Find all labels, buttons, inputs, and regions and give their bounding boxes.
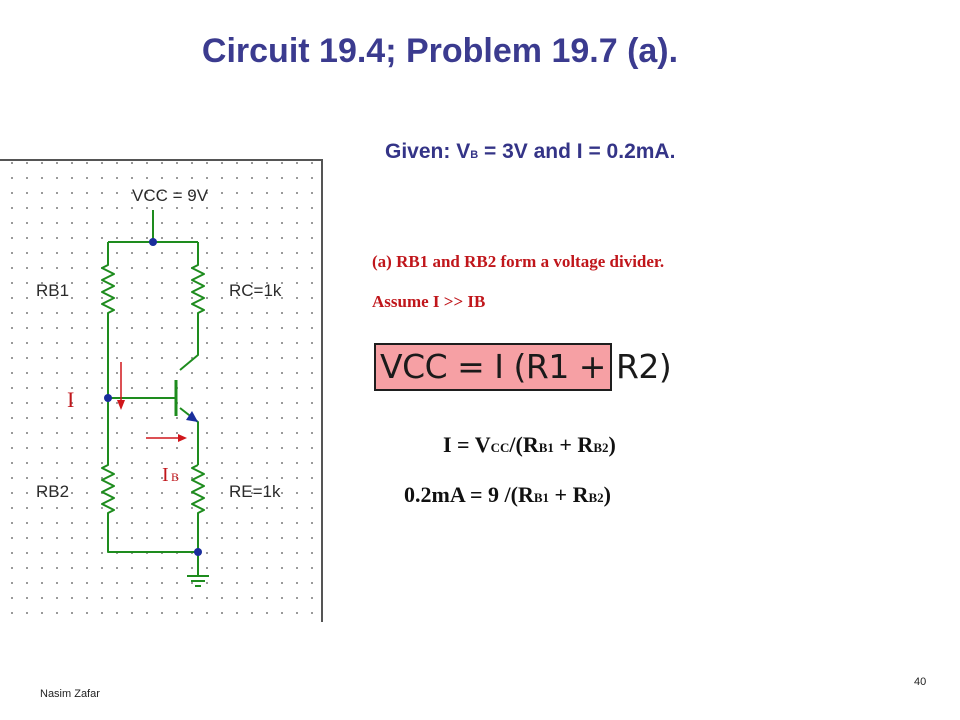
current-ib-letter: I bbox=[162, 464, 169, 486]
slide-title: Circuit 19.4; Problem 19.7 (a). bbox=[201, 32, 679, 70]
schematic-frame bbox=[0, 159, 323, 622]
page-number: 40 bbox=[914, 676, 927, 688]
current-ib-sub: B bbox=[171, 470, 179, 484]
part-a-line2: Assume I >> IB bbox=[372, 292, 486, 311]
part-a-line1: (a) RB1 and RB2 form a voltage divider. bbox=[372, 252, 665, 271]
current-i-label: I bbox=[67, 387, 74, 412]
rb1-resistor bbox=[101, 242, 115, 398]
rc-resistor bbox=[179, 242, 205, 371]
eq1-sub-b1: B1 bbox=[538, 440, 554, 455]
eq1-part-a: I = V bbox=[443, 432, 491, 457]
dot-grid bbox=[0, 161, 321, 621]
eq2-part-a: 0.2mA = 9 /(R bbox=[404, 482, 534, 507]
vcc-label: VCC = 9V bbox=[132, 186, 209, 205]
current-i-arrowhead-icon bbox=[117, 400, 125, 410]
ground-symbol bbox=[187, 575, 209, 587]
eq1-part-c: /(R bbox=[509, 432, 539, 457]
footer-author: Nasim Zafar bbox=[40, 688, 100, 700]
emitter-arrow-icon bbox=[186, 411, 198, 422]
given-vb-sub: B bbox=[470, 149, 479, 161]
rb1-label: RB1 bbox=[36, 281, 69, 300]
given-prefix: Given: bbox=[385, 140, 451, 163]
rb2-label: RB2 bbox=[36, 482, 69, 501]
node-base bbox=[104, 394, 112, 402]
node-top bbox=[149, 238, 157, 246]
eq2-sub-b1: B1 bbox=[533, 490, 550, 505]
node-bottom bbox=[194, 548, 202, 556]
equation-substituted: 0.2mA = 9 /(RB1 + RB2) bbox=[404, 482, 611, 508]
eq1-part-e: + R bbox=[553, 432, 594, 457]
current-ib-arrowhead-icon bbox=[178, 434, 187, 442]
given-statement: Given: VB = 3V and I = 0.2mA. bbox=[385, 140, 675, 164]
eq2-part-e: ) bbox=[603, 482, 611, 507]
re-resistor bbox=[191, 464, 205, 552]
eq2-part-c: + R bbox=[549, 482, 589, 507]
rc-label: RC=1k bbox=[229, 281, 282, 300]
eq1-part-g: ) bbox=[608, 432, 616, 457]
eq1-sub-b2: B2 bbox=[593, 440, 609, 455]
eq2-sub-b2: B2 bbox=[588, 490, 604, 505]
given-vb-letter: V bbox=[456, 140, 471, 163]
equation-current: I = VCC/(RB1 + RB2) bbox=[443, 432, 616, 458]
given-rest: = 3V and I = 0.2mA. bbox=[478, 140, 676, 163]
eq1-sub-cc: CC bbox=[490, 440, 510, 455]
rb2-resistor bbox=[101, 398, 198, 553]
re-label: RE=1k bbox=[229, 482, 281, 501]
